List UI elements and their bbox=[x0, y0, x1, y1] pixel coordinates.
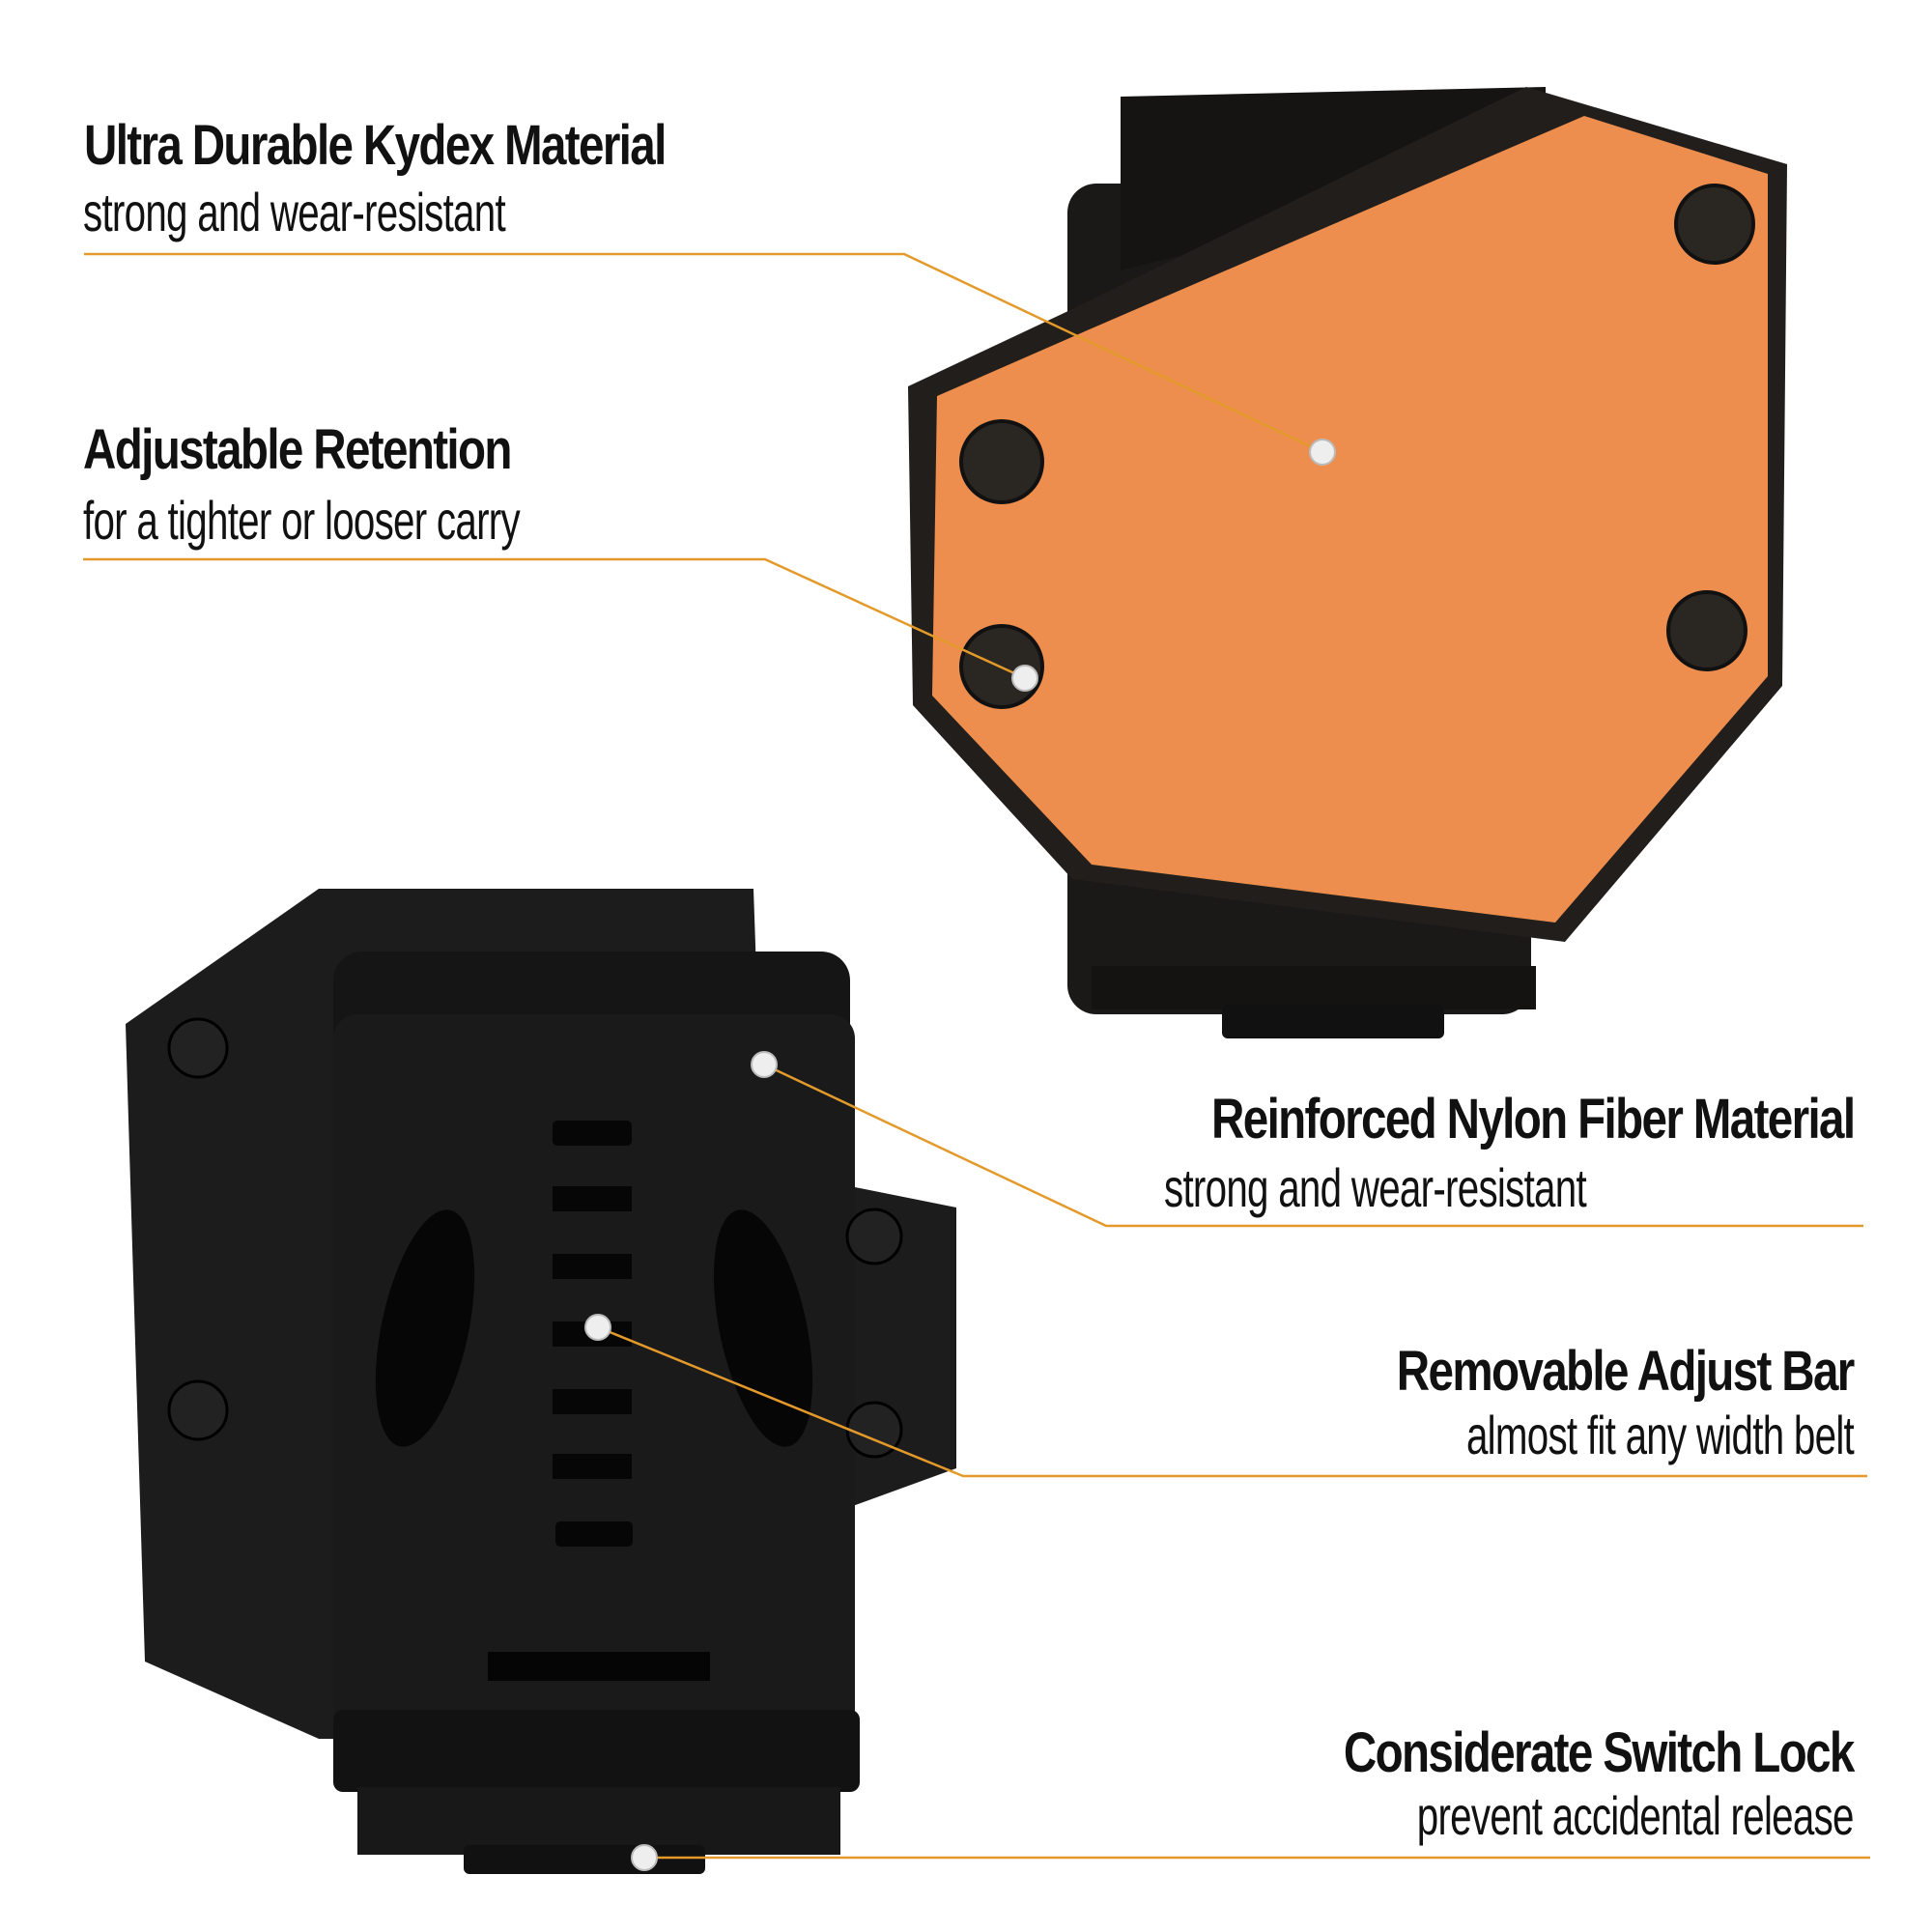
callout-line-4 bbox=[597, 1325, 1867, 1478]
front-holster bbox=[908, 87, 1787, 1038]
callout-lines bbox=[83, 252, 1870, 1860]
rear-holster bbox=[126, 889, 956, 1874]
screw-icon bbox=[959, 419, 1044, 504]
orange-kydex-panel bbox=[932, 116, 1768, 923]
feature-title: Reinforced Nylon Fiber Material bbox=[1210, 1088, 1856, 1151]
callout-dots bbox=[584, 439, 1336, 1871]
feature-subtitle: strong and wear-resistant bbox=[1164, 1157, 1587, 1218]
callout-dot bbox=[1309, 439, 1336, 466]
callout-line-3 bbox=[763, 1063, 1863, 1228]
feature-subtitle: strong and wear-resistant bbox=[83, 182, 506, 242]
callout-dot bbox=[584, 1314, 611, 1341]
feature-subtitle: for a tighter or looser carry bbox=[83, 490, 521, 551]
feature-title: Adjustable Retention bbox=[83, 418, 512, 481]
callout-line-1 bbox=[84, 252, 1323, 454]
callout-dot bbox=[1011, 665, 1038, 692]
callout-dot bbox=[631, 1844, 658, 1871]
screw-icon bbox=[167, 1379, 229, 1441]
screw-icon bbox=[845, 1208, 903, 1265]
screw-icon bbox=[1666, 590, 1747, 671]
screw-icon bbox=[167, 1017, 229, 1079]
feature-subtitle: prevent accidental release bbox=[1417, 1785, 1855, 1846]
callout-line-2 bbox=[83, 557, 1026, 680]
screw-icon bbox=[1674, 184, 1755, 265]
feature-title: Considerate Switch Lock bbox=[1344, 1721, 1855, 1784]
callout-dot bbox=[751, 1051, 778, 1078]
feature-title: Removable Adjust Bar bbox=[1397, 1340, 1856, 1403]
feature-title: Ultra Durable Kydex Material bbox=[84, 114, 667, 177]
feature-subtitle: almost fit any width belt bbox=[1465, 1405, 1855, 1465]
